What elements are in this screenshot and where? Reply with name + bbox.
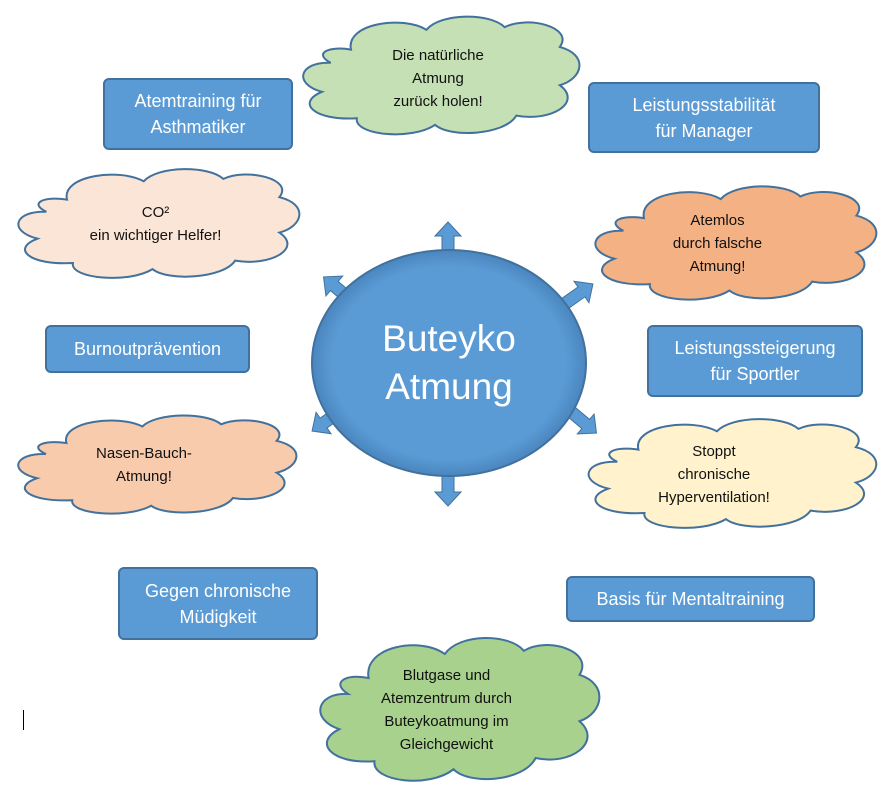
text-cursor bbox=[23, 710, 24, 730]
center-title: Buteyko Atmung bbox=[382, 318, 516, 407]
cloud-shape bbox=[310, 630, 603, 790]
cloud-text: Atemlos durch falsche Atmung! bbox=[672, 212, 763, 275]
cloud-shape bbox=[578, 413, 880, 535]
box-chronic-fatigue: Gegen chronische Müdigkeit bbox=[118, 567, 318, 640]
cloud-nose-belly: Nasen-Bauch- Atmung! bbox=[8, 410, 300, 520]
box-athletes-performance: Leistungssteigerung für Sportler bbox=[647, 325, 863, 397]
cloud-co2: CO² ein wichtiger Helfer! bbox=[8, 163, 303, 285]
cloud-text: Blutgase und Atemzentrum durch Buteykoat… bbox=[381, 667, 512, 753]
cloud-shape bbox=[293, 10, 583, 142]
cloud-text: Nasen-Bauch- Atmung! bbox=[96, 445, 192, 485]
cloud-text: Die natürliche Atmung zurück holen! bbox=[392, 46, 484, 110]
box-burnout-prevention: Burnoutprävention bbox=[45, 325, 250, 373]
cloud-text: CO² ein wichtiger Helfer! bbox=[89, 204, 222, 244]
cloud-shape bbox=[8, 410, 300, 520]
box-mental-training: Basis für Mentaltraining bbox=[566, 576, 815, 622]
cloud-shape bbox=[8, 163, 303, 285]
cloud-blood-gases: Blutgase und Atemzentrum durch Buteykoat… bbox=[310, 630, 603, 790]
center-ellipse: Buteyko Atmung bbox=[310, 248, 588, 478]
cloud-shape bbox=[585, 180, 880, 307]
cloud-hyperventilation: Stoppt chronische Hyperventilation! bbox=[578, 413, 880, 535]
box-asthma-training: Atemtraining für Asthmatiker bbox=[103, 78, 293, 150]
cloud-breathless: Atemlos durch falsche Atmung! bbox=[585, 180, 880, 307]
box-manager-stability: Leistungsstabilität für Manager bbox=[588, 82, 820, 153]
cloud-text: Stoppt chronische Hyperventilation! bbox=[658, 442, 770, 506]
cloud-natural-breathing: Die natürliche Atmung zurück holen! bbox=[293, 10, 583, 142]
arrow-up-right-icon bbox=[559, 280, 594, 311]
